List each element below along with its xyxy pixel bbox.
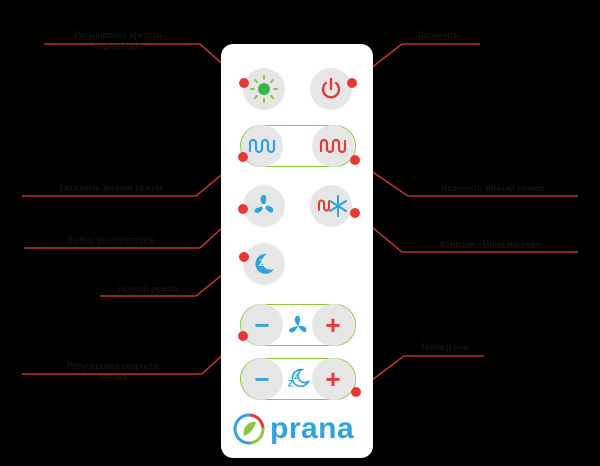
power-icon xyxy=(321,77,341,99)
pointer-dot-night xyxy=(239,252,249,262)
sleep-minus-button[interactable]: − xyxy=(241,358,283,400)
pointer-dot-sleep xyxy=(351,387,361,397)
speed-pill xyxy=(240,304,356,346)
plus-icon: + xyxy=(325,310,341,340)
night-mode-button[interactable]: Z xyxy=(243,243,285,285)
minus-icon: − xyxy=(254,364,270,394)
heat-wave-blue-icon xyxy=(248,138,276,154)
winter-mode-blue-button[interactable] xyxy=(241,125,283,167)
sleep-pill xyxy=(240,358,356,400)
power-button[interactable] xyxy=(310,68,352,110)
leader-sleep xyxy=(355,355,484,393)
label-power: Включить xyxy=(417,30,459,40)
prana-logo: prana xyxy=(232,412,354,446)
fan-icon xyxy=(254,194,274,214)
svg-text:Z: Z xyxy=(294,374,298,381)
pointer-dot-speed xyxy=(238,331,248,341)
mini-heat-snowflake-icon xyxy=(318,195,347,217)
heat-mode-pill xyxy=(240,125,356,167)
svg-text:Z: Z xyxy=(288,378,294,388)
prana-logo-icon xyxy=(233,413,265,445)
mini-heat-button[interactable] xyxy=(310,185,352,227)
pointer-dot-brightness xyxy=(239,78,249,88)
heat-wave-red-icon xyxy=(319,138,347,154)
label-mini-heat: Функция «Мини-нагрев» xyxy=(439,239,541,249)
pointer-dot-power xyxy=(347,78,357,88)
pointer-dot-heat-right xyxy=(350,155,360,165)
fan-select-button[interactable] xyxy=(243,185,285,227)
speed-fan-icon xyxy=(285,313,311,344)
plus-icon: + xyxy=(325,364,341,394)
speed-minus-button[interactable]: − xyxy=(241,304,283,346)
label-sleep: Таймер сна xyxy=(419,342,469,352)
label-heat-left: Включить зимний режим xyxy=(59,183,163,193)
sleep-plus-button[interactable]: + xyxy=(312,358,354,400)
speed-plus-button[interactable]: + xyxy=(312,304,354,346)
brand-name: prana xyxy=(270,412,355,445)
brightness-icon xyxy=(250,75,278,103)
label-night: Ночной режим xyxy=(117,284,179,294)
sleep-icon: Z Z xyxy=(285,366,311,397)
night-moon-icon: Z xyxy=(255,253,274,274)
pointer-dot-heat-left xyxy=(238,152,248,162)
brightness-button[interactable] xyxy=(243,68,285,110)
label-fan-select: Выбор вентиляторов xyxy=(67,235,155,245)
svg-text:Z: Z xyxy=(259,258,265,268)
label-brightness: Регулировка яркости индикатора xyxy=(74,30,162,51)
winter-mode-red-button[interactable] xyxy=(312,125,354,167)
label-speed: Регулировка скорости потока xyxy=(66,361,160,382)
minus-icon: − xyxy=(254,310,270,340)
pointer-dot-fan xyxy=(238,204,248,214)
label-heat-right: Включить зимний режим xyxy=(441,183,545,193)
pointer-dot-mini-heat xyxy=(350,208,360,218)
